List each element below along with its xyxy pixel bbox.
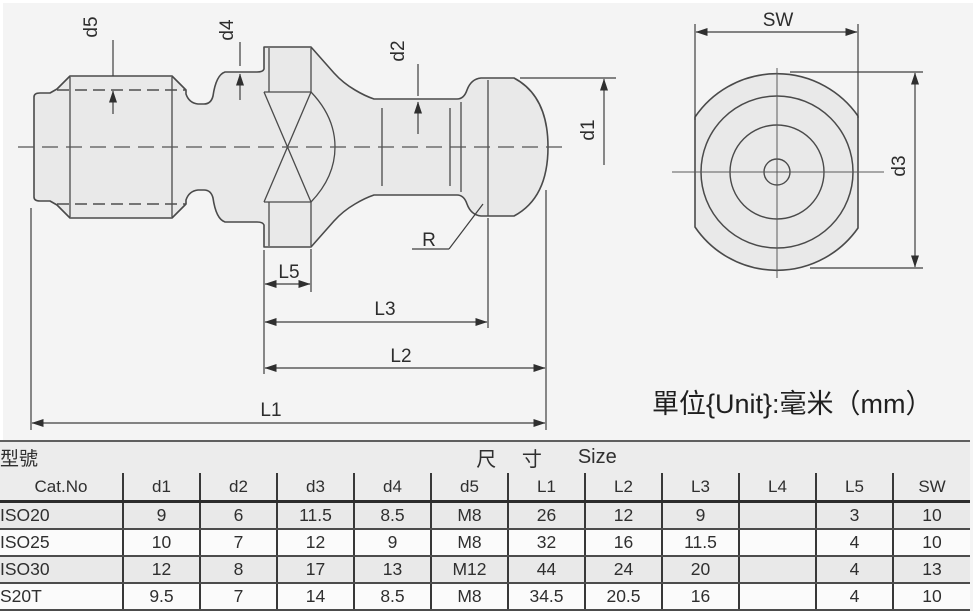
- col-header-l5: L5: [815, 473, 893, 503]
- table-title-row: 型號 尺 寸 Size: [0, 441, 971, 473]
- cell-value: 9: [353, 529, 431, 557]
- label-l3: L3: [374, 299, 395, 320]
- cell-value: [738, 501, 816, 530]
- model-header: 型號: [0, 441, 123, 473]
- col-header-sw: SW: [891, 473, 971, 503]
- size-header-cell: 尺 寸 Size: [123, 441, 971, 473]
- cell-value: 4: [815, 556, 893, 584]
- cell-value: [738, 556, 816, 584]
- end-view-dimensions: [694, 24, 923, 269]
- cell-value: 44: [507, 556, 585, 584]
- cell-value: 7: [199, 583, 277, 611]
- cell-value: 3: [815, 501, 893, 530]
- cell-value: 20.5: [584, 583, 662, 611]
- cell-value: 9.5: [122, 583, 200, 611]
- end-view: [672, 68, 884, 278]
- cell-value: 10: [891, 529, 971, 557]
- cell-value: 20: [661, 556, 739, 584]
- cell-value: 11.5: [276, 501, 354, 530]
- side-view: [18, 46, 562, 248]
- cell-value: 8: [199, 556, 277, 584]
- label-d2: d2: [388, 40, 409, 61]
- cell-value: 12: [276, 529, 354, 557]
- col-header-l4: L4: [738, 473, 816, 503]
- side-view-dimensions: [30, 40, 616, 430]
- cell-value: 8.5: [353, 583, 431, 611]
- col-header-d2: d2: [199, 473, 277, 503]
- label-d4: d4: [217, 19, 238, 41]
- cell-value: M8: [430, 501, 508, 530]
- technical-drawing: d5 d4 d2 d1 R L5 L3 L2 L1 SW: [18, 10, 933, 430]
- cell-value: 14: [276, 583, 354, 611]
- cell-model: ISO20: [0, 501, 123, 530]
- size-header-en: Size: [577, 446, 617, 468]
- col-header-l2: L2: [584, 473, 662, 503]
- cell-value: 32: [507, 529, 585, 557]
- col-header-d3: d3: [276, 473, 354, 503]
- col-header-l3: L3: [661, 473, 739, 503]
- col-header-d5: d5: [430, 473, 508, 503]
- cell-value: 6: [199, 501, 277, 530]
- col-header-catno: Cat.No: [0, 473, 123, 503]
- cell-value: 7: [199, 529, 277, 557]
- cell-model: ISO25: [0, 529, 123, 557]
- cell-value: 12: [584, 501, 662, 530]
- unit-note: 單位{Unit}:毫米（mm）: [652, 389, 933, 419]
- cell-value: 16: [584, 529, 662, 557]
- cell-value: 16: [661, 583, 739, 611]
- label-l2: L2: [390, 346, 411, 367]
- cell-value: 4: [815, 583, 893, 611]
- cell-value: [738, 529, 816, 557]
- label-l5: L5: [278, 262, 299, 283]
- cell-value: 26: [507, 501, 585, 530]
- label-d5: d5: [81, 16, 102, 37]
- cell-value: M12: [430, 556, 508, 584]
- label-r: R: [422, 230, 436, 251]
- cell-value: 13: [353, 556, 431, 584]
- cell-value: 8.5: [353, 501, 431, 530]
- cell-value: 10: [891, 501, 971, 530]
- cell-value: 12: [122, 556, 200, 584]
- cell-value: M8: [430, 529, 508, 557]
- label-l1: L1: [260, 400, 281, 421]
- cell-value: 13: [891, 556, 971, 584]
- label-d1: d1: [578, 119, 599, 140]
- cell-model: ISO30: [0, 556, 123, 584]
- cell-value: 4: [815, 529, 893, 557]
- cell-value: 24: [584, 556, 662, 584]
- cell-value: 9: [661, 501, 739, 530]
- label-sw: SW: [763, 10, 794, 31]
- cell-value: 10: [891, 583, 971, 611]
- cell-value: 10: [122, 529, 200, 557]
- col-header-d1: d1: [122, 473, 200, 503]
- col-header-l1: L1: [507, 473, 585, 503]
- label-d3: d3: [889, 155, 910, 176]
- cell-value: M8: [430, 583, 508, 611]
- cell-value: 9: [122, 501, 200, 530]
- cell-value: 34.5: [507, 583, 585, 611]
- cell-value: 11.5: [661, 529, 739, 557]
- size-header-cn: 尺 寸: [476, 449, 552, 471]
- col-header-d4: d4: [353, 473, 431, 503]
- cell-value: 17: [276, 556, 354, 584]
- cell-model: S20T: [0, 583, 123, 611]
- cell-value: [738, 583, 816, 611]
